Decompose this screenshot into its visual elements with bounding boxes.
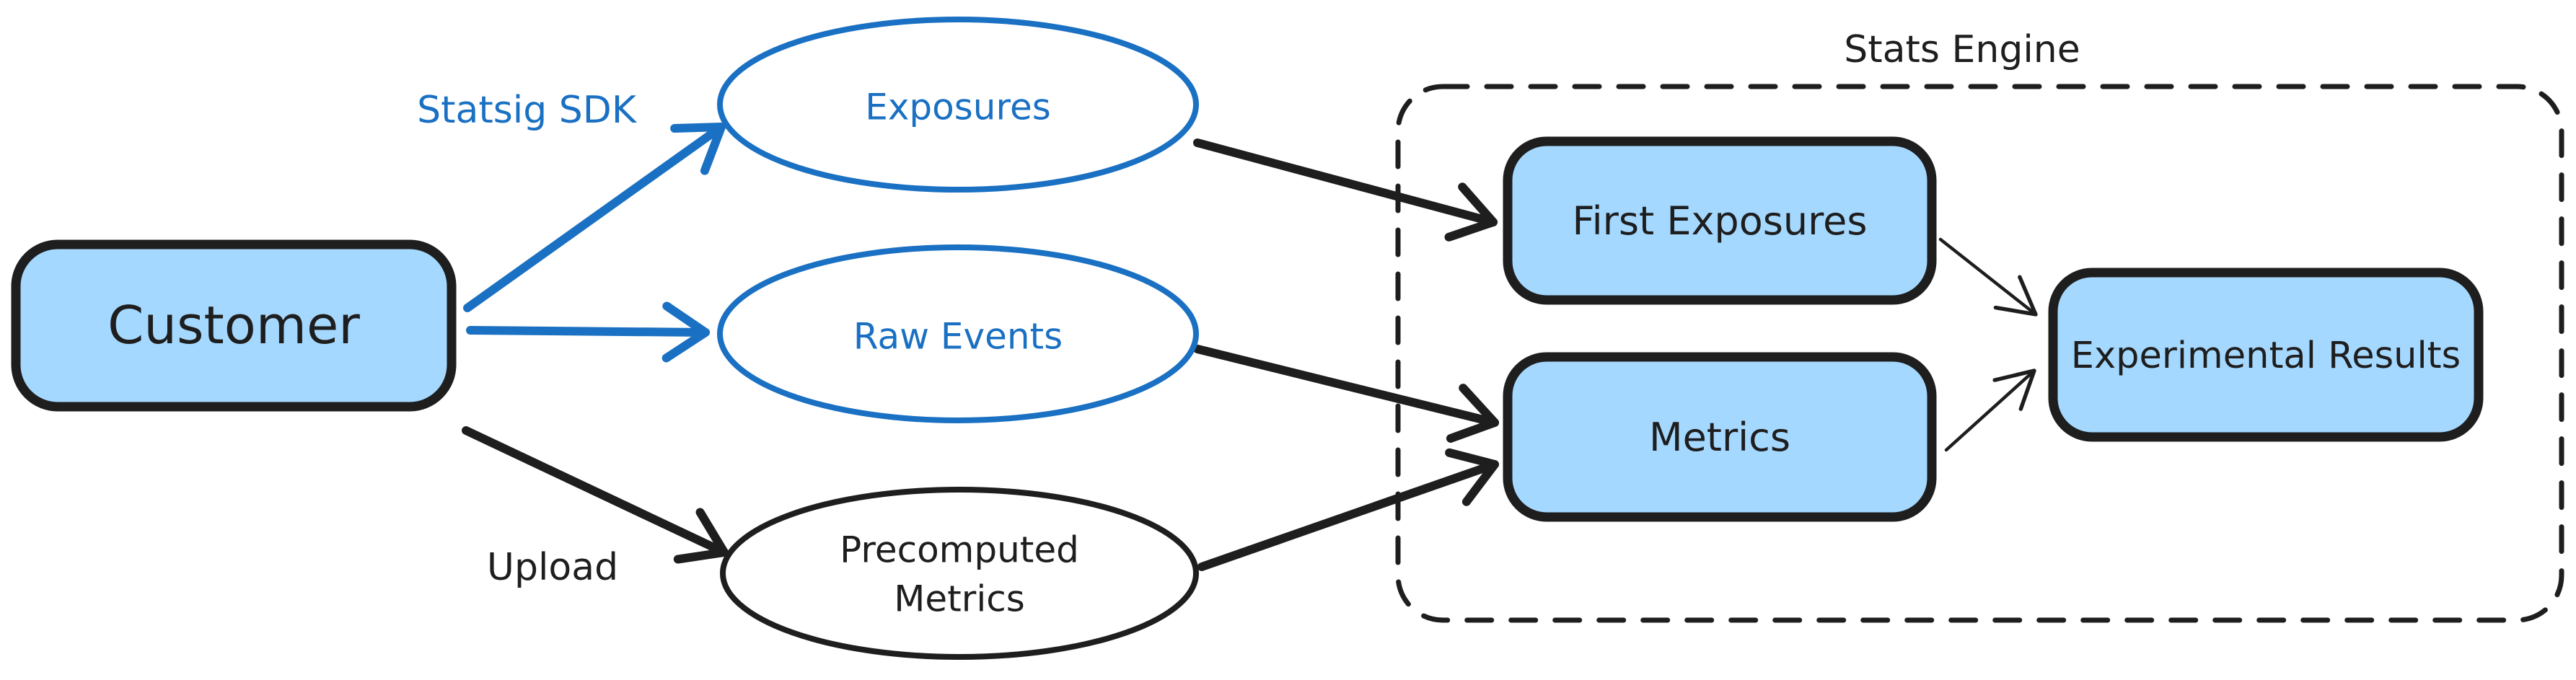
arrow-raw-events-to-metrics <box>1193 345 1499 443</box>
edges <box>462 123 2038 571</box>
experimental-results-node[interactable]: Experimental Results <box>2048 268 2484 442</box>
precomputed-metrics-node[interactable]: Precomputed Metrics <box>720 487 1199 660</box>
upload-label: Upload <box>487 546 618 589</box>
arrow-metrics-to-results <box>1944 368 2036 452</box>
metrics-box[interactable] <box>1503 352 1937 522</box>
customer-box[interactable] <box>11 239 457 412</box>
arrow-customer-to-exposures <box>463 123 726 312</box>
stats-engine-dashed-border <box>1395 84 2564 623</box>
metrics-label: Metrics <box>1649 415 1790 460</box>
customer-node[interactable]: Customer <box>11 239 457 412</box>
exposures-node[interactable]: Exposures <box>717 17 1199 193</box>
experimental-results-label: Experimental Results <box>2071 335 2461 377</box>
precomputed-metrics-label-line2: Metrics <box>894 578 1025 620</box>
first-exposures-label: First Exposures <box>1573 198 1868 244</box>
statsig-sdk-label: Statsig SDK <box>417 89 638 132</box>
experimental-results-box[interactable] <box>2048 268 2484 442</box>
raw-events-node[interactable]: Raw Events <box>717 244 1199 423</box>
raw-events-label: Raw Events <box>853 316 1063 358</box>
first-exposures-node[interactable]: First Exposures <box>1503 136 1937 305</box>
arrow-customer-to-precomputed-metrics <box>462 426 729 564</box>
exposures-label: Exposures <box>865 87 1051 128</box>
arrow-first-exposures-to-results <box>1938 237 2038 317</box>
precomputed-metrics-ellipse[interactable] <box>720 487 1199 660</box>
stats-engine-title: Stats Engine <box>1844 28 2080 71</box>
stats-engine-group: Stats Engine <box>1395 28 2564 623</box>
metrics-node[interactable]: Metrics <box>1503 352 1937 522</box>
precomputed-metrics-label-line1: Precomputed <box>840 529 1079 571</box>
exposures-ellipse[interactable] <box>717 17 1199 193</box>
arrow-precomputed-metrics-to-metrics <box>1197 448 1499 571</box>
first-exposures-box[interactable] <box>1503 136 1937 305</box>
customer-label: Customer <box>107 295 360 356</box>
arrow-customer-to-raw-events <box>466 301 710 363</box>
raw-events-ellipse[interactable] <box>717 244 1199 423</box>
arrow-exposures-to-first-exposures <box>1193 138 1498 242</box>
